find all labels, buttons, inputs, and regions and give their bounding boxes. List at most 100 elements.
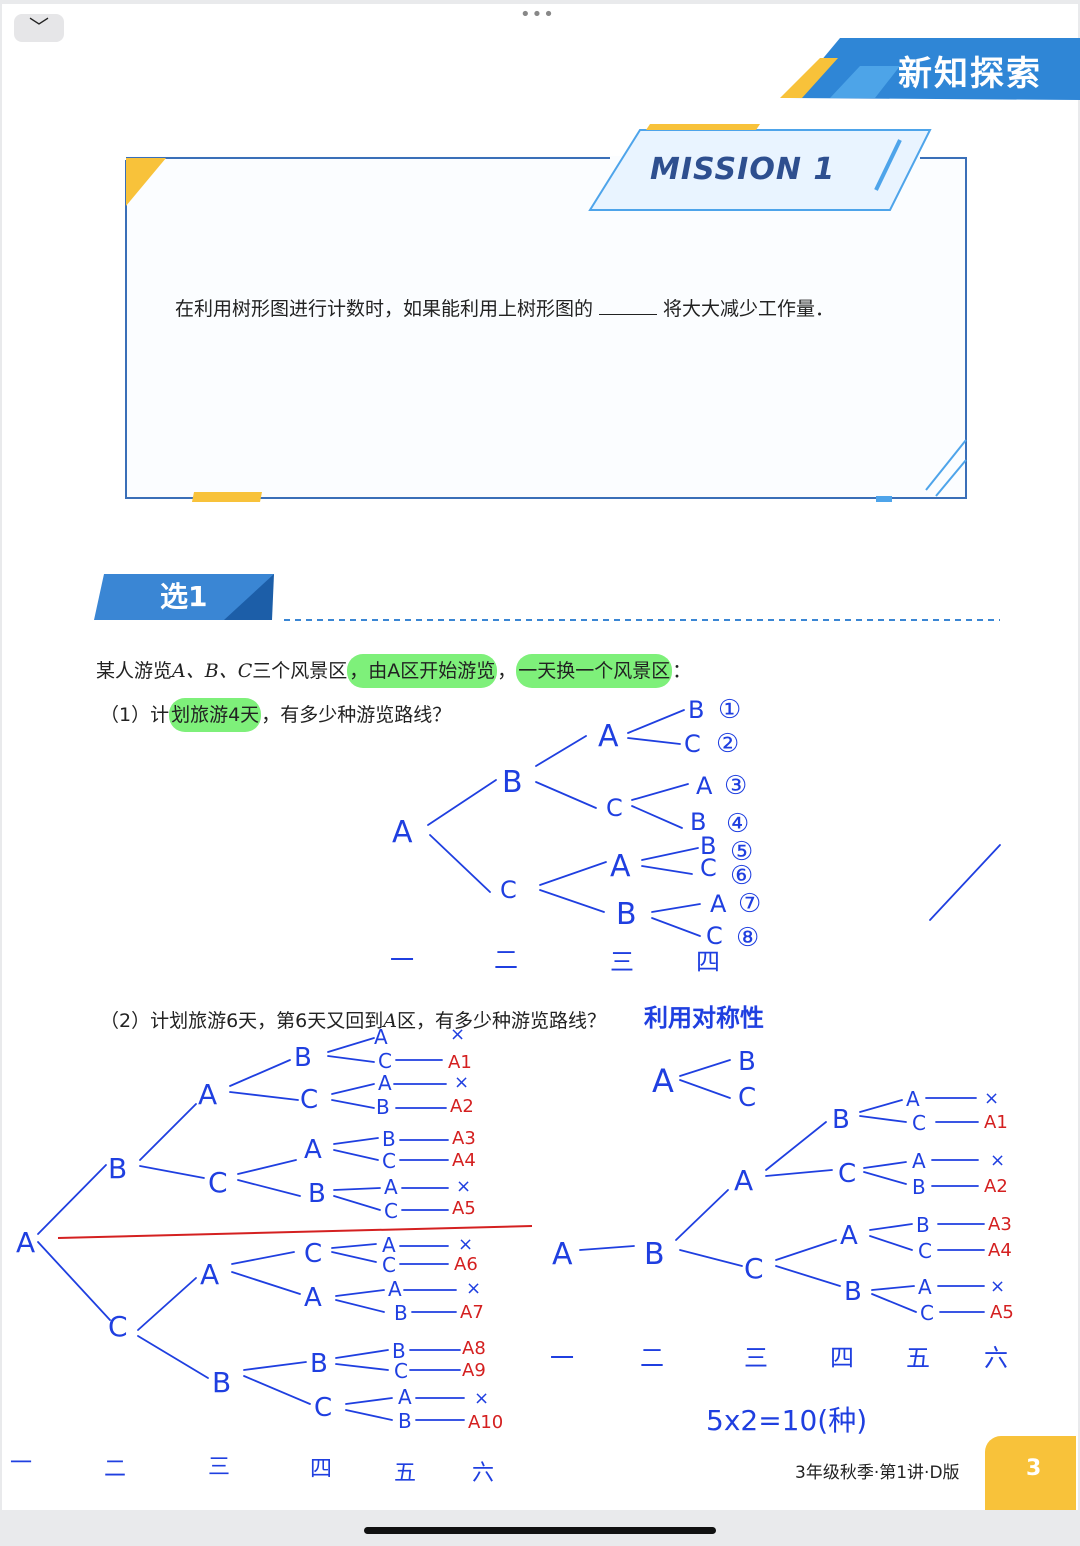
l6-0: × — [450, 1024, 465, 1045]
r-chain-a: A — [552, 1237, 573, 1272]
fill-in-blank — [599, 314, 658, 315]
l3-1: C — [208, 1166, 228, 1199]
left-day-1: 一 — [10, 1451, 32, 1476]
right-day-2: 二 — [640, 1344, 664, 1372]
more-options-icon[interactable]: ••• — [520, 4, 555, 25]
mission-text-after: 将大大减少工作量． — [663, 298, 835, 320]
l6-5: A4 — [452, 1150, 476, 1171]
r-l6-7: A5 — [990, 1302, 1014, 1323]
right-day-4: 四 — [830, 1344, 854, 1372]
r-l3-c: C — [744, 1252, 764, 1285]
r-chain-b: B — [644, 1237, 665, 1272]
q1-post: ，有多少种游览路线？ — [261, 704, 452, 726]
intro-comma: ， — [497, 660, 517, 682]
l2-b: B — [108, 1152, 127, 1185]
home-indicator[interactable] — [364, 1527, 716, 1534]
collapse-button[interactable]: ﹀ — [14, 14, 64, 42]
q1-l4-7: C — [706, 922, 723, 950]
intro-pre: 某人游览 — [96, 660, 173, 682]
q1-root: A — [392, 815, 413, 850]
q1-l4-4: B — [700, 832, 716, 860]
r-l5-3: B — [912, 1175, 926, 1199]
question-1: （1）计划旅游4天，有多少种游览路线？ — [100, 698, 452, 732]
l5-9: C — [382, 1253, 396, 1277]
right-day-5: 五 — [906, 1344, 930, 1372]
l5-8: A — [382, 1233, 396, 1257]
l6-9: A6 — [454, 1254, 478, 1275]
q1-num-4: ④ — [726, 809, 749, 839]
q1-l3-0: A — [598, 719, 619, 754]
l6-13: A9 — [462, 1360, 486, 1381]
q1-l3-2: A — [610, 849, 631, 884]
mini-branch-c: C — [738, 1083, 756, 1113]
l5-13: C — [394, 1359, 408, 1383]
l6-7: A5 — [452, 1198, 476, 1219]
l5-5: C — [382, 1149, 396, 1173]
right-day-3: 三 — [744, 1344, 768, 1372]
r-l6-0: × — [984, 1088, 999, 1109]
footer-text: 3年级秋季·第1讲·D版 — [795, 1463, 960, 1483]
q1-day-1: 一 — [390, 946, 414, 974]
r-l5-1: C — [912, 1111, 926, 1135]
r-l3-a: A — [734, 1164, 753, 1197]
q1-l4-3: B — [690, 808, 706, 836]
r-l6-5: A4 — [988, 1240, 1012, 1261]
r-l6-3: A2 — [984, 1176, 1008, 1197]
right-day-1: 一 — [550, 1344, 574, 1372]
left-day-4: 四 — [310, 1457, 332, 1482]
q1-num-8: ⑧ — [736, 923, 759, 953]
l5-2: A — [378, 1071, 392, 1095]
q1-l4-6: A — [710, 890, 727, 918]
l4-6: B — [310, 1349, 328, 1379]
q1-l4-2: A — [696, 772, 713, 800]
section-label: 选1 — [160, 580, 208, 613]
left-day-2: 二 — [104, 1457, 126, 1482]
r-l4-0: B — [832, 1105, 850, 1135]
r-l4-2: A — [840, 1221, 858, 1251]
mission-label: MISSION 1 — [650, 152, 836, 187]
l2-c: C — [108, 1310, 128, 1343]
mission-sentence: 在利用树形图进行计数时，如果能利用上树形图的 将大大减少工作量． — [175, 294, 834, 321]
l3-0: A — [198, 1078, 217, 1111]
q1-l3-1: C — [606, 794, 623, 822]
mini-branch-b: B — [738, 1047, 756, 1077]
l5-6: A — [384, 1175, 398, 1199]
q1-l2-0: B — [502, 765, 523, 800]
q1-num-5: ⑤ — [730, 837, 753, 867]
r-l5-6: A — [918, 1275, 932, 1299]
l6-14: × — [474, 1388, 489, 1409]
l4-5: A — [304, 1283, 322, 1313]
l5-10: A — [388, 1277, 402, 1301]
r-l5-7: C — [920, 1301, 934, 1325]
q2-post: 区，有多少种游览路线？ — [397, 1010, 607, 1032]
intro-end: ： — [672, 660, 692, 682]
l4-7: C — [314, 1393, 332, 1423]
left-day-6: 六 — [472, 1461, 494, 1486]
r-l4-1: C — [838, 1159, 856, 1189]
l5-3: B — [376, 1095, 390, 1119]
q1-day-4: 四 — [696, 948, 720, 976]
l4-2: A — [304, 1135, 322, 1165]
q1-day-2: 二 — [494, 946, 518, 974]
l4-3: B — [308, 1179, 326, 1209]
l6-1: A1 — [448, 1052, 472, 1073]
l6-15: A10 — [468, 1412, 503, 1433]
l4-1: C — [300, 1085, 318, 1115]
mission-text-before: 在利用树形图进行计数时，如果能利用上树形图的 — [175, 298, 594, 320]
right-day-6: 六 — [984, 1344, 1008, 1372]
q1-l3-3: B — [616, 897, 637, 932]
q1-l4-1: C — [684, 730, 701, 758]
q2-pre: （2）计划旅游6天，第6天又回到 — [100, 1010, 384, 1032]
q1-num-7: ⑦ — [738, 889, 761, 919]
q1-pre: （1）计 — [100, 704, 170, 726]
l5-0: A — [374, 1025, 388, 1049]
section-header — [94, 574, 1000, 621]
question-intro: 某人游览A、B、C三个风景区，由A区开始游览，一天换一个风景区： — [96, 654, 692, 688]
l5-12: B — [392, 1339, 406, 1363]
r-l6-1: A1 — [984, 1112, 1008, 1133]
q1-num-3: ③ — [724, 771, 747, 801]
r-l5-4: B — [916, 1213, 930, 1237]
l3-2: A — [200, 1258, 219, 1291]
highlight-one-per-day: 一天换一个风景区 — [516, 654, 673, 688]
